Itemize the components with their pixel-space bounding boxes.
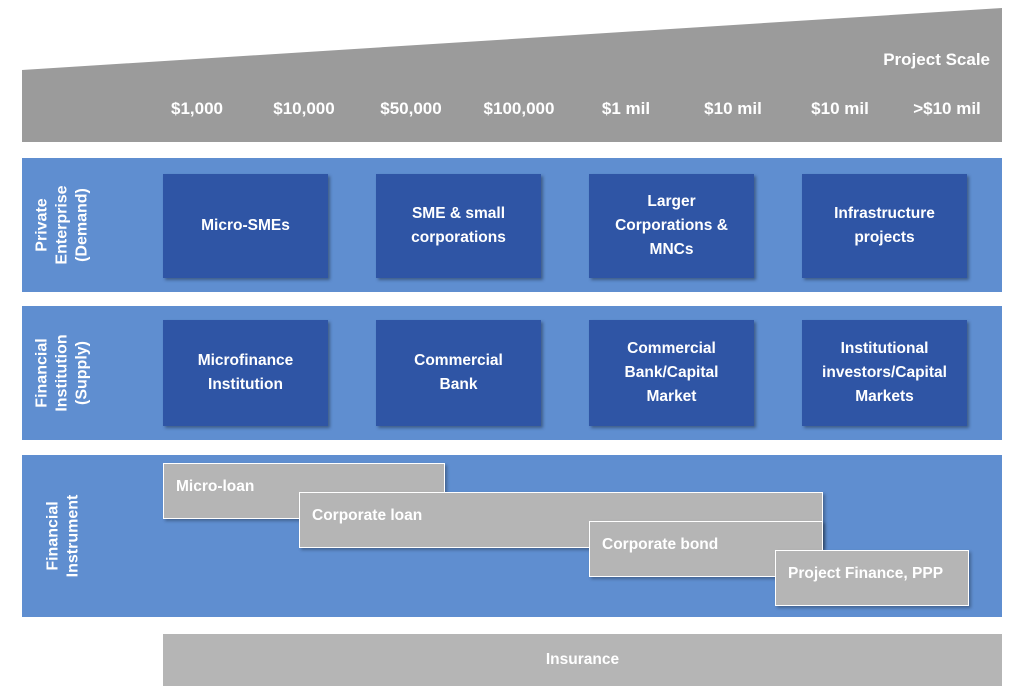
box-text-line: Infrastructure: [834, 205, 935, 222]
box-text-line: Corporations &: [615, 217, 728, 234]
box-text-line: Bank: [439, 376, 478, 393]
project-scale-title: Project Scale: [883, 50, 990, 69]
supply-box-microfinance: Microfinance Institution: [163, 320, 328, 426]
demand-label-line: Private: [34, 198, 52, 252]
instrument-bar-project-finance: Project Finance, PPP: [775, 550, 969, 606]
supply-box-institutional-investors: Institutional investors/Capital Markets: [802, 320, 967, 426]
scale-tick: $10,000: [273, 99, 335, 118]
instrument-label-line: Instrument: [64, 494, 82, 578]
demand-band-label: Private Enterprise (Demand): [28, 158, 98, 292]
supply-label-line: Financial: [34, 338, 51, 408]
scale-tick: $100,000: [483, 99, 555, 118]
supply-label-line: (Supply): [74, 341, 91, 405]
scale-tick: $1 mil: [601, 99, 651, 118]
box-text-line: Bank/Capital: [624, 364, 719, 381]
box-text-line: Micro-SMEs: [201, 217, 290, 234]
demand-box-sme: SME & small corporations: [376, 174, 541, 278]
insurance-bar: Insurance: [163, 634, 1002, 686]
project-scale-wedge: [22, 8, 1002, 142]
demand-box-infrastructure: Infrastructure projects: [802, 174, 967, 278]
demand-box-micro-smes: Micro-SMEs: [163, 174, 328, 278]
scale-tick: $10 mil: [811, 99, 869, 118]
scale-tick: $50,000: [380, 99, 442, 118]
box-text-line: Markets: [855, 388, 914, 405]
demand-label-line: Enterprise: [54, 185, 72, 265]
box-text-line: Commercial: [627, 340, 716, 357]
supply-box-commercial-bank-capital-market: Commercial Bank/Capital Market: [589, 320, 754, 426]
box-text-line: investors/Capital: [822, 364, 947, 381]
instrument-band-label: Financial Instrument: [28, 455, 98, 617]
scale-tick: $1,000: [171, 99, 223, 118]
demand-box-larger-corporations: Larger Corporations & MNCs: [589, 174, 754, 278]
box-text-line: Larger: [647, 193, 696, 210]
supply-band-label: Financial Institution (Supply): [28, 306, 98, 440]
supply-label-line: Institution: [54, 334, 71, 412]
scale-tick: $10 mil: [704, 99, 762, 118]
scale-tick: >$10 mil: [913, 99, 981, 118]
box-text-line: SME & small: [411, 205, 505, 222]
box-text-line: corporations: [411, 229, 506, 246]
box-text-line: Commercial: [414, 352, 503, 369]
box-text-line: Microfinance: [197, 352, 294, 369]
box-text-line: MNCs: [649, 241, 694, 258]
demand-label-line: (Demand): [74, 188, 92, 262]
box-text-line: Market: [646, 388, 697, 405]
box-text-line: Institution: [208, 376, 283, 393]
supply-box-commercial-bank: Commercial Bank: [376, 320, 541, 426]
instrument-label-line: Financial: [44, 501, 62, 571]
box-text-line: projects: [854, 229, 915, 246]
box-text-line: Institutional: [840, 340, 929, 357]
